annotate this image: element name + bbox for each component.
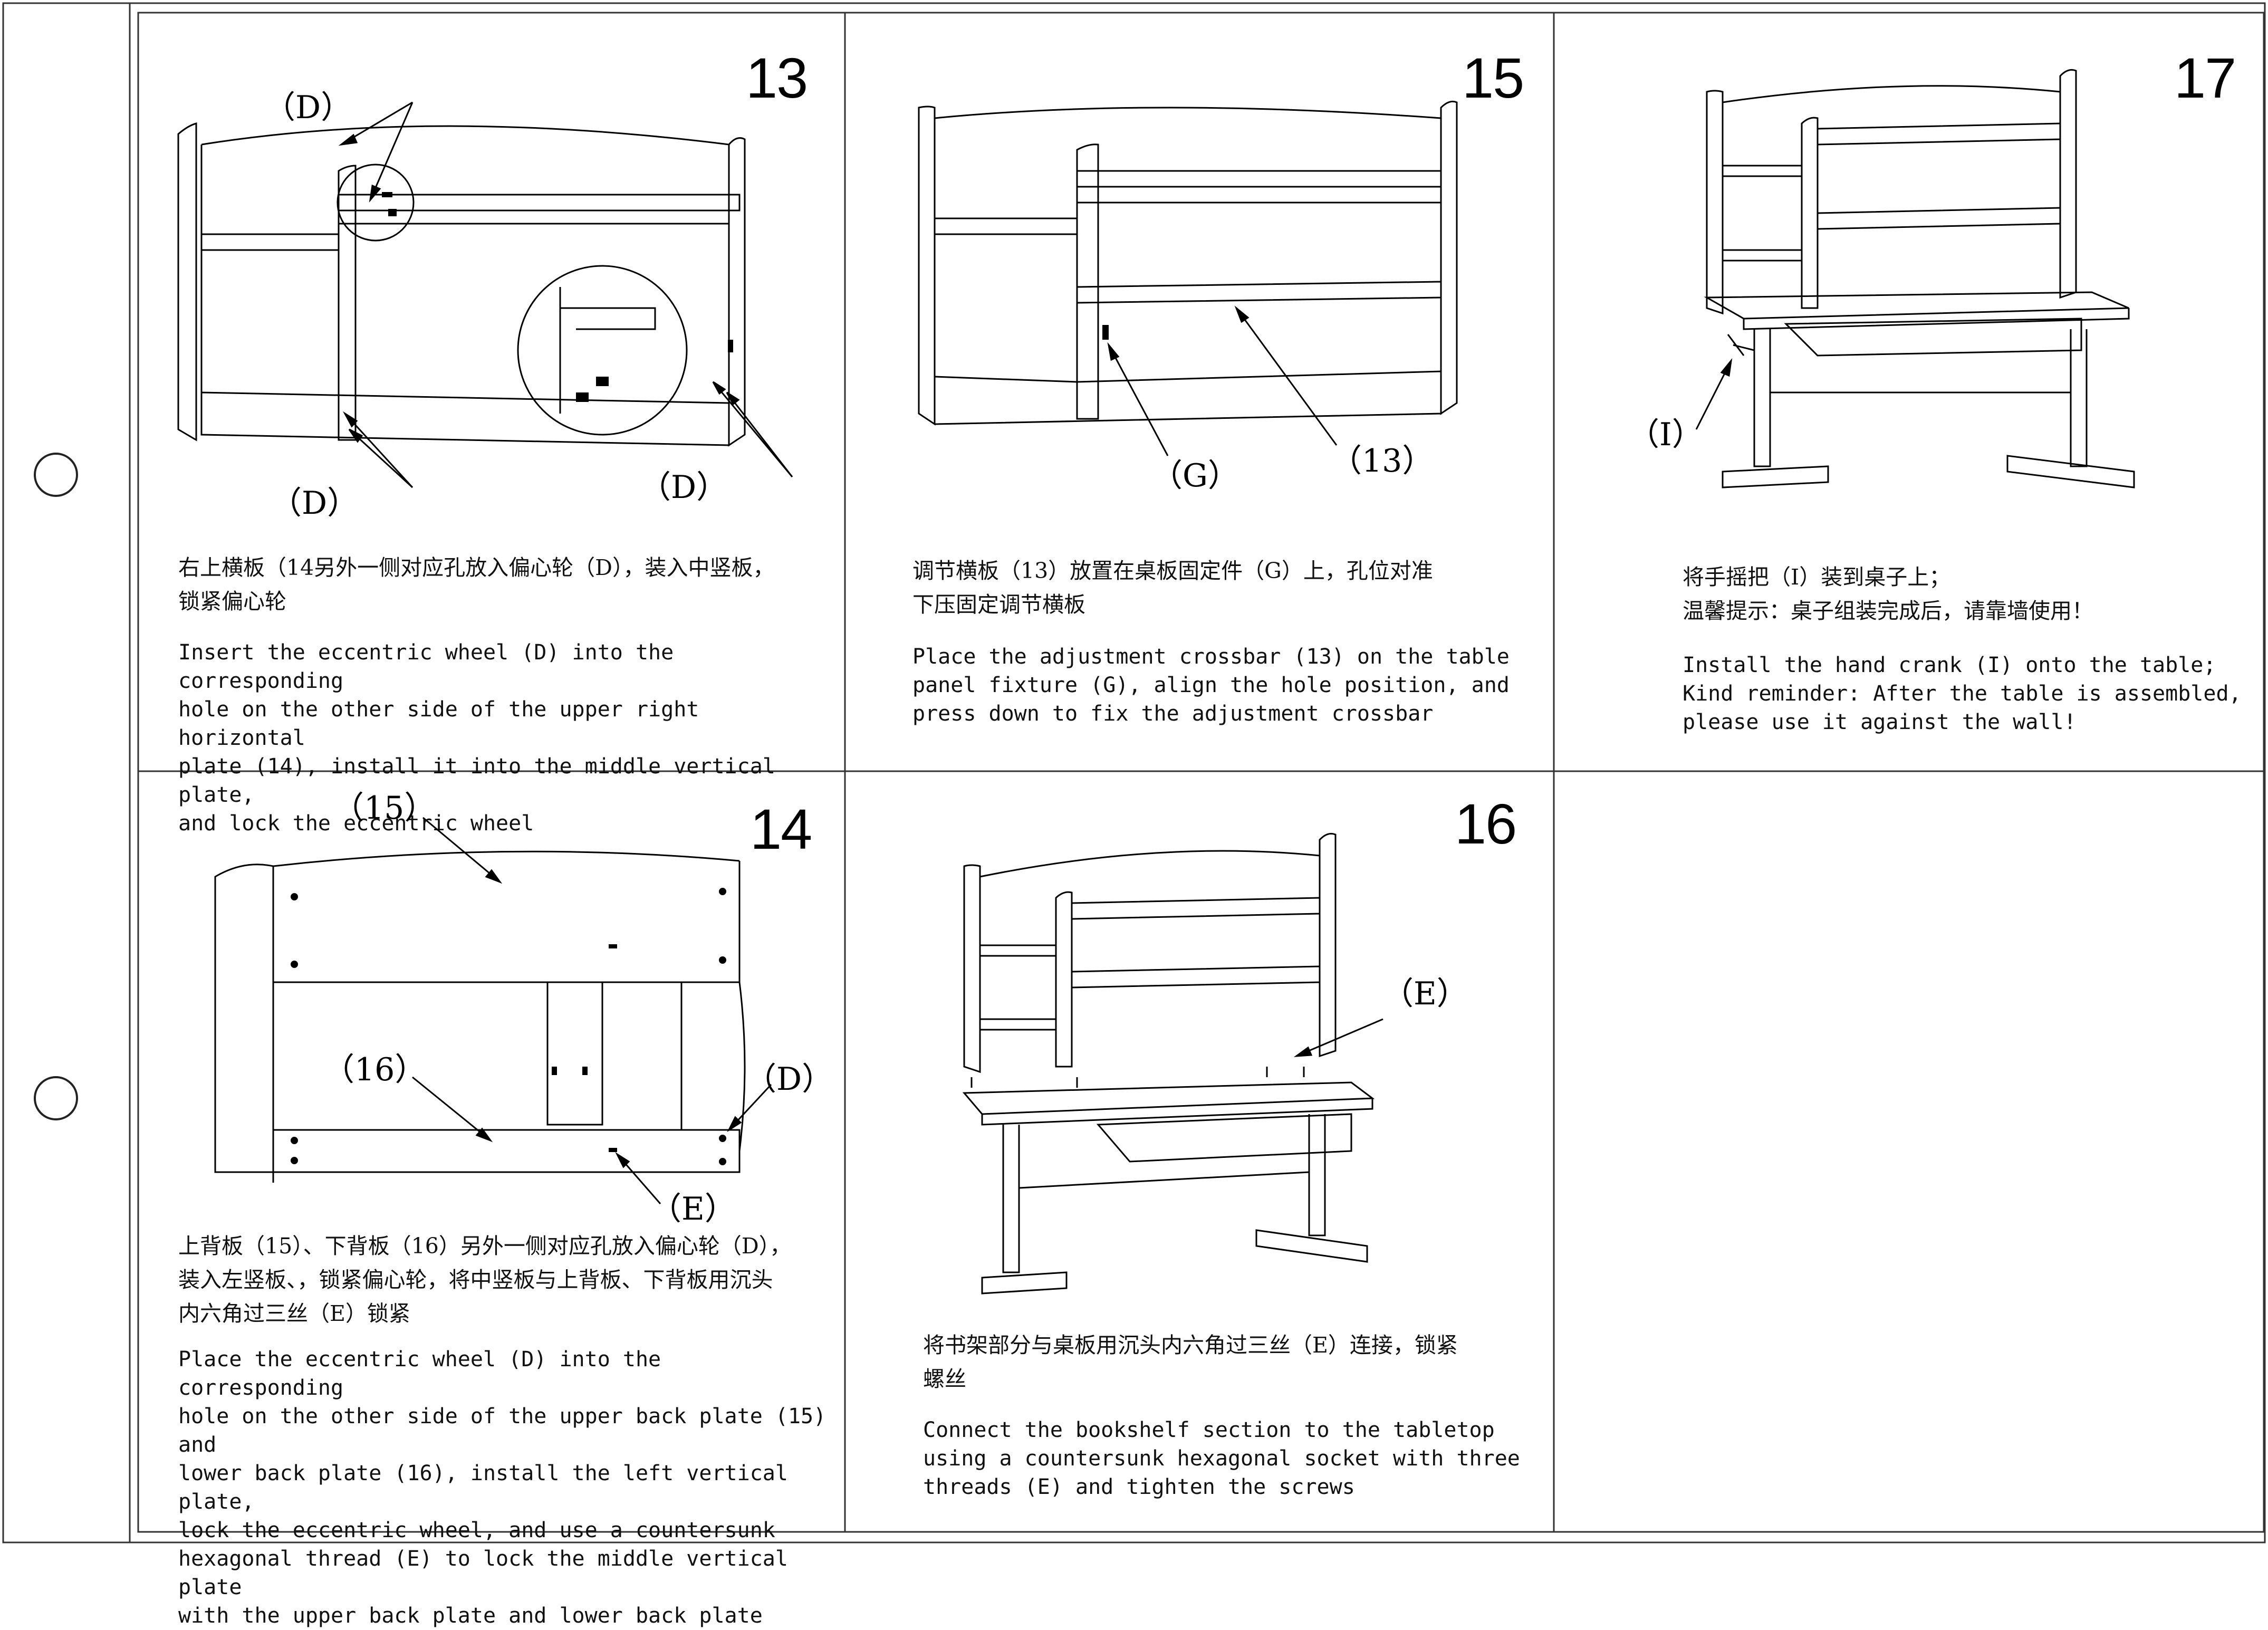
- step-13-instruction-en: Insert the eccentric wheel (D) into the …: [178, 640, 775, 836]
- step-16-instruction-zh: 将书架部分与桌板用沉头内六角过三丝（E）连接，锁紧 螺丝: [923, 1332, 1458, 1392]
- step-13-instruction-zh: 右上横板（14另外一侧对应孔放入偏心轮（D），装入中竖板， 锁紧偏心轮: [178, 555, 775, 614]
- step-17-instruction-en: Install the hand crank (I) onto the tabl…: [1683, 653, 2242, 734]
- step-15-callout-g: （G）: [1151, 457, 1239, 494]
- step-13-illustration: [177, 101, 793, 488]
- step-13-callout-d-top: （D）: [264, 89, 353, 126]
- step-14-illustration: [214, 817, 772, 1204]
- step-15-callout-13: （13）: [1330, 443, 1434, 480]
- step-14-instruction-zh: 上背板（15）、下背板（16）另外一侧对应孔放入偏心轮（D）， 装入左竖板、，锁…: [178, 1233, 792, 1326]
- step-16-callout-e: （E）: [1382, 975, 1468, 1012]
- step-14-callout-d: （D）: [745, 1061, 834, 1098]
- step-13-number: 13: [746, 46, 808, 110]
- step-16-panel: 16: [845, 771, 1554, 1532]
- page-frame: [2, 2, 2266, 1543]
- step-15-number: 15: [1462, 46, 1524, 110]
- step-17-number: 17: [2174, 46, 2236, 110]
- step-14-callout-16: （16）: [323, 1051, 427, 1088]
- step-13-callout-d-right: （D）: [639, 469, 728, 506]
- step-13-callout-d-left: （D）: [270, 485, 359, 522]
- step-17-callout-i: （I）: [1628, 416, 1704, 453]
- step-13-panel: 13: [138, 13, 845, 836]
- step-14-number: 14: [750, 797, 812, 861]
- step-17-panel: 17: [1554, 13, 2264, 771]
- binder-hole-top: [34, 453, 78, 497]
- binder-hole-bottom: [34, 1076, 78, 1120]
- step-15-illustration: [918, 100, 1458, 456]
- step-15-instruction-en: Place the adjustment crossbar (13) on th…: [912, 645, 1510, 726]
- step-14-callout-15: （15）: [332, 790, 436, 827]
- empty-panel: [1554, 771, 2264, 1532]
- step-14-instruction-en: Place the eccentric wheel (D) into the c…: [178, 1347, 827, 1628]
- step-15-panel: 15 （G） （13） 调节横板（13）放置在桌板固定件（G）上，孔位对准 下压…: [845, 13, 1554, 771]
- step-17-instruction-zh: 将手摇把（I）装到桌子上； 温馨提示：桌子组装完成后，请靠墙使用！: [1683, 564, 2093, 624]
- step-17-illustration: [1695, 69, 2135, 488]
- step-14-callout-e: （E）: [650, 1191, 736, 1228]
- step-16-illustration: [962, 832, 1383, 1295]
- step-16-instruction-en: Connect the bookshelf section to the tab…: [923, 1418, 1520, 1499]
- step-14-panel: 14: [138, 771, 845, 1628]
- step-15-instruction-zh: 调节横板（13）放置在桌板固定件（G）上，孔位对准 下压固定调节横板: [912, 558, 1433, 617]
- step-16-number: 16: [1455, 792, 1517, 856]
